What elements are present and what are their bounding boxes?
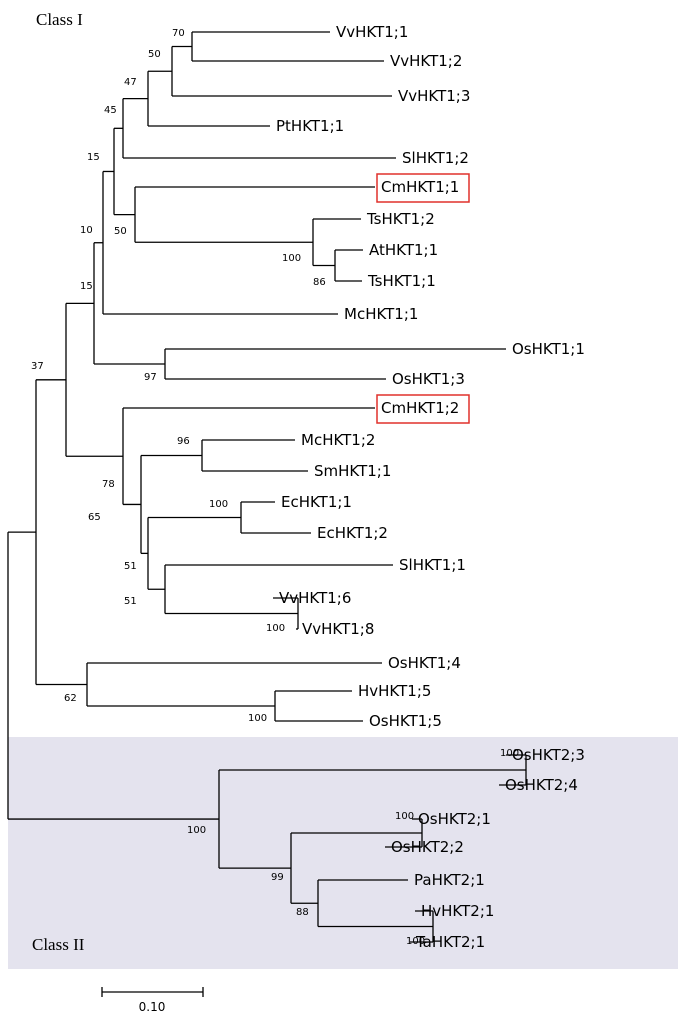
leaf-label: VvHKT1;1: [336, 23, 408, 41]
bootstrap-value: 88: [296, 907, 309, 918]
bootstrap-value: 37: [31, 361, 44, 372]
bootstrap-value: 97: [144, 372, 157, 383]
leaf-label: TsHKT1;2: [366, 210, 435, 228]
class-ii-label: Class II: [32, 935, 85, 954]
bootstrap-value: 100: [209, 499, 228, 510]
leaf-label: VvHKT1;3: [398, 87, 470, 105]
leaf-label: McHKT1;2: [301, 431, 375, 449]
bootstrap-value: 100: [500, 748, 519, 759]
bootstrap-value: 10: [80, 225, 93, 236]
leaf-label: OsHKT2;1: [418, 810, 491, 828]
leaf-label: AtHKT1;1: [369, 241, 438, 259]
leaf-label: CmHKT1;2: [381, 399, 459, 417]
highlight-box: [376, 173, 470, 203]
leaf-label: McHKT1;1: [344, 305, 418, 323]
class-i-label: Class I: [36, 10, 83, 29]
leaf-label: TaHKT2;1: [415, 933, 485, 951]
bootstrap-value: 70: [172, 28, 185, 39]
leaf-label: OsHKT1;5: [369, 712, 442, 730]
bootstrap-value: 15: [80, 281, 93, 292]
bootstrap-value: 50: [148, 49, 161, 60]
leaf-label: OsHKT2;4: [505, 776, 578, 794]
leaf-label: HvHKT1;5: [358, 682, 431, 700]
leaf-label: PtHKT1;1: [276, 117, 344, 135]
leaf-labels: VvHKT1;1VvHKT1;2VvHKT1;3PtHKT1;1SlHKT1;2…: [276, 23, 585, 951]
leaf-label: HvHKT2;1: [421, 902, 494, 920]
tree-branches: [7, 31, 527, 943]
bootstrap-value: 15: [87, 152, 100, 163]
leaf-label: OsHKT2;3: [512, 746, 585, 764]
leaf-label: EcHKT1;1: [281, 493, 352, 511]
leaf-label: VvHKT1;6: [279, 589, 351, 607]
leaf-label: SmHKT1;1: [314, 462, 391, 480]
leaf-label: TsHKT1;1: [367, 272, 436, 290]
highlight-box: [376, 394, 470, 424]
highlight-boxes: [376, 173, 470, 424]
bootstrap-value: 47: [124, 77, 137, 88]
leaf-label: VvHKT1;2: [390, 52, 462, 70]
bootstrap-value: 100: [266, 623, 285, 634]
bootstrap-value: 65: [88, 512, 101, 523]
bootstrap-value: 78: [102, 479, 115, 490]
leaf-label: OsHKT1;4: [388, 654, 461, 672]
bootstrap-value: 100: [187, 825, 206, 836]
leaf-label: CmHKT1;1: [381, 178, 459, 196]
bootstrap-value: 86: [313, 277, 326, 288]
bootstrap-value: 100: [395, 811, 414, 822]
bootstrap-value: 99: [271, 872, 284, 883]
leaf-label: OsHKT2;2: [391, 838, 464, 856]
leaf-label: OsHKT1;1: [512, 340, 585, 358]
bootstrap-value: 51: [124, 561, 137, 572]
bootstrap-labels: 70 50 47 45 15 50 100 86 10 15 37 97 96 78 100 65 51 51 10…: [31, 28, 519, 947]
leaf-label: SlHKT1;1: [399, 556, 466, 574]
leaf-label: SlHKT1;2: [402, 149, 469, 167]
leaf-label: OsHKT1;3: [392, 370, 465, 388]
scale-bar: 0.10: [101, 987, 204, 1014]
bootstrap-value: 100: [406, 936, 425, 947]
scale-bar-label: 0.10: [139, 1000, 166, 1014]
class-ii-background: [8, 737, 678, 969]
leaf-label: EcHKT1;2: [317, 524, 388, 542]
bootstrap-value: 100: [282, 253, 301, 264]
leaf-label: PaHKT2;1: [414, 871, 485, 889]
bootstrap-value: 50: [114, 226, 127, 237]
bootstrap-value: 62: [64, 693, 77, 704]
bootstrap-value: 45: [104, 105, 117, 116]
bootstrap-value: 96: [177, 436, 190, 447]
bootstrap-value: 51: [124, 596, 137, 607]
bootstrap-value: 100: [248, 713, 267, 724]
leaf-label: VvHKT1;8: [302, 620, 374, 638]
